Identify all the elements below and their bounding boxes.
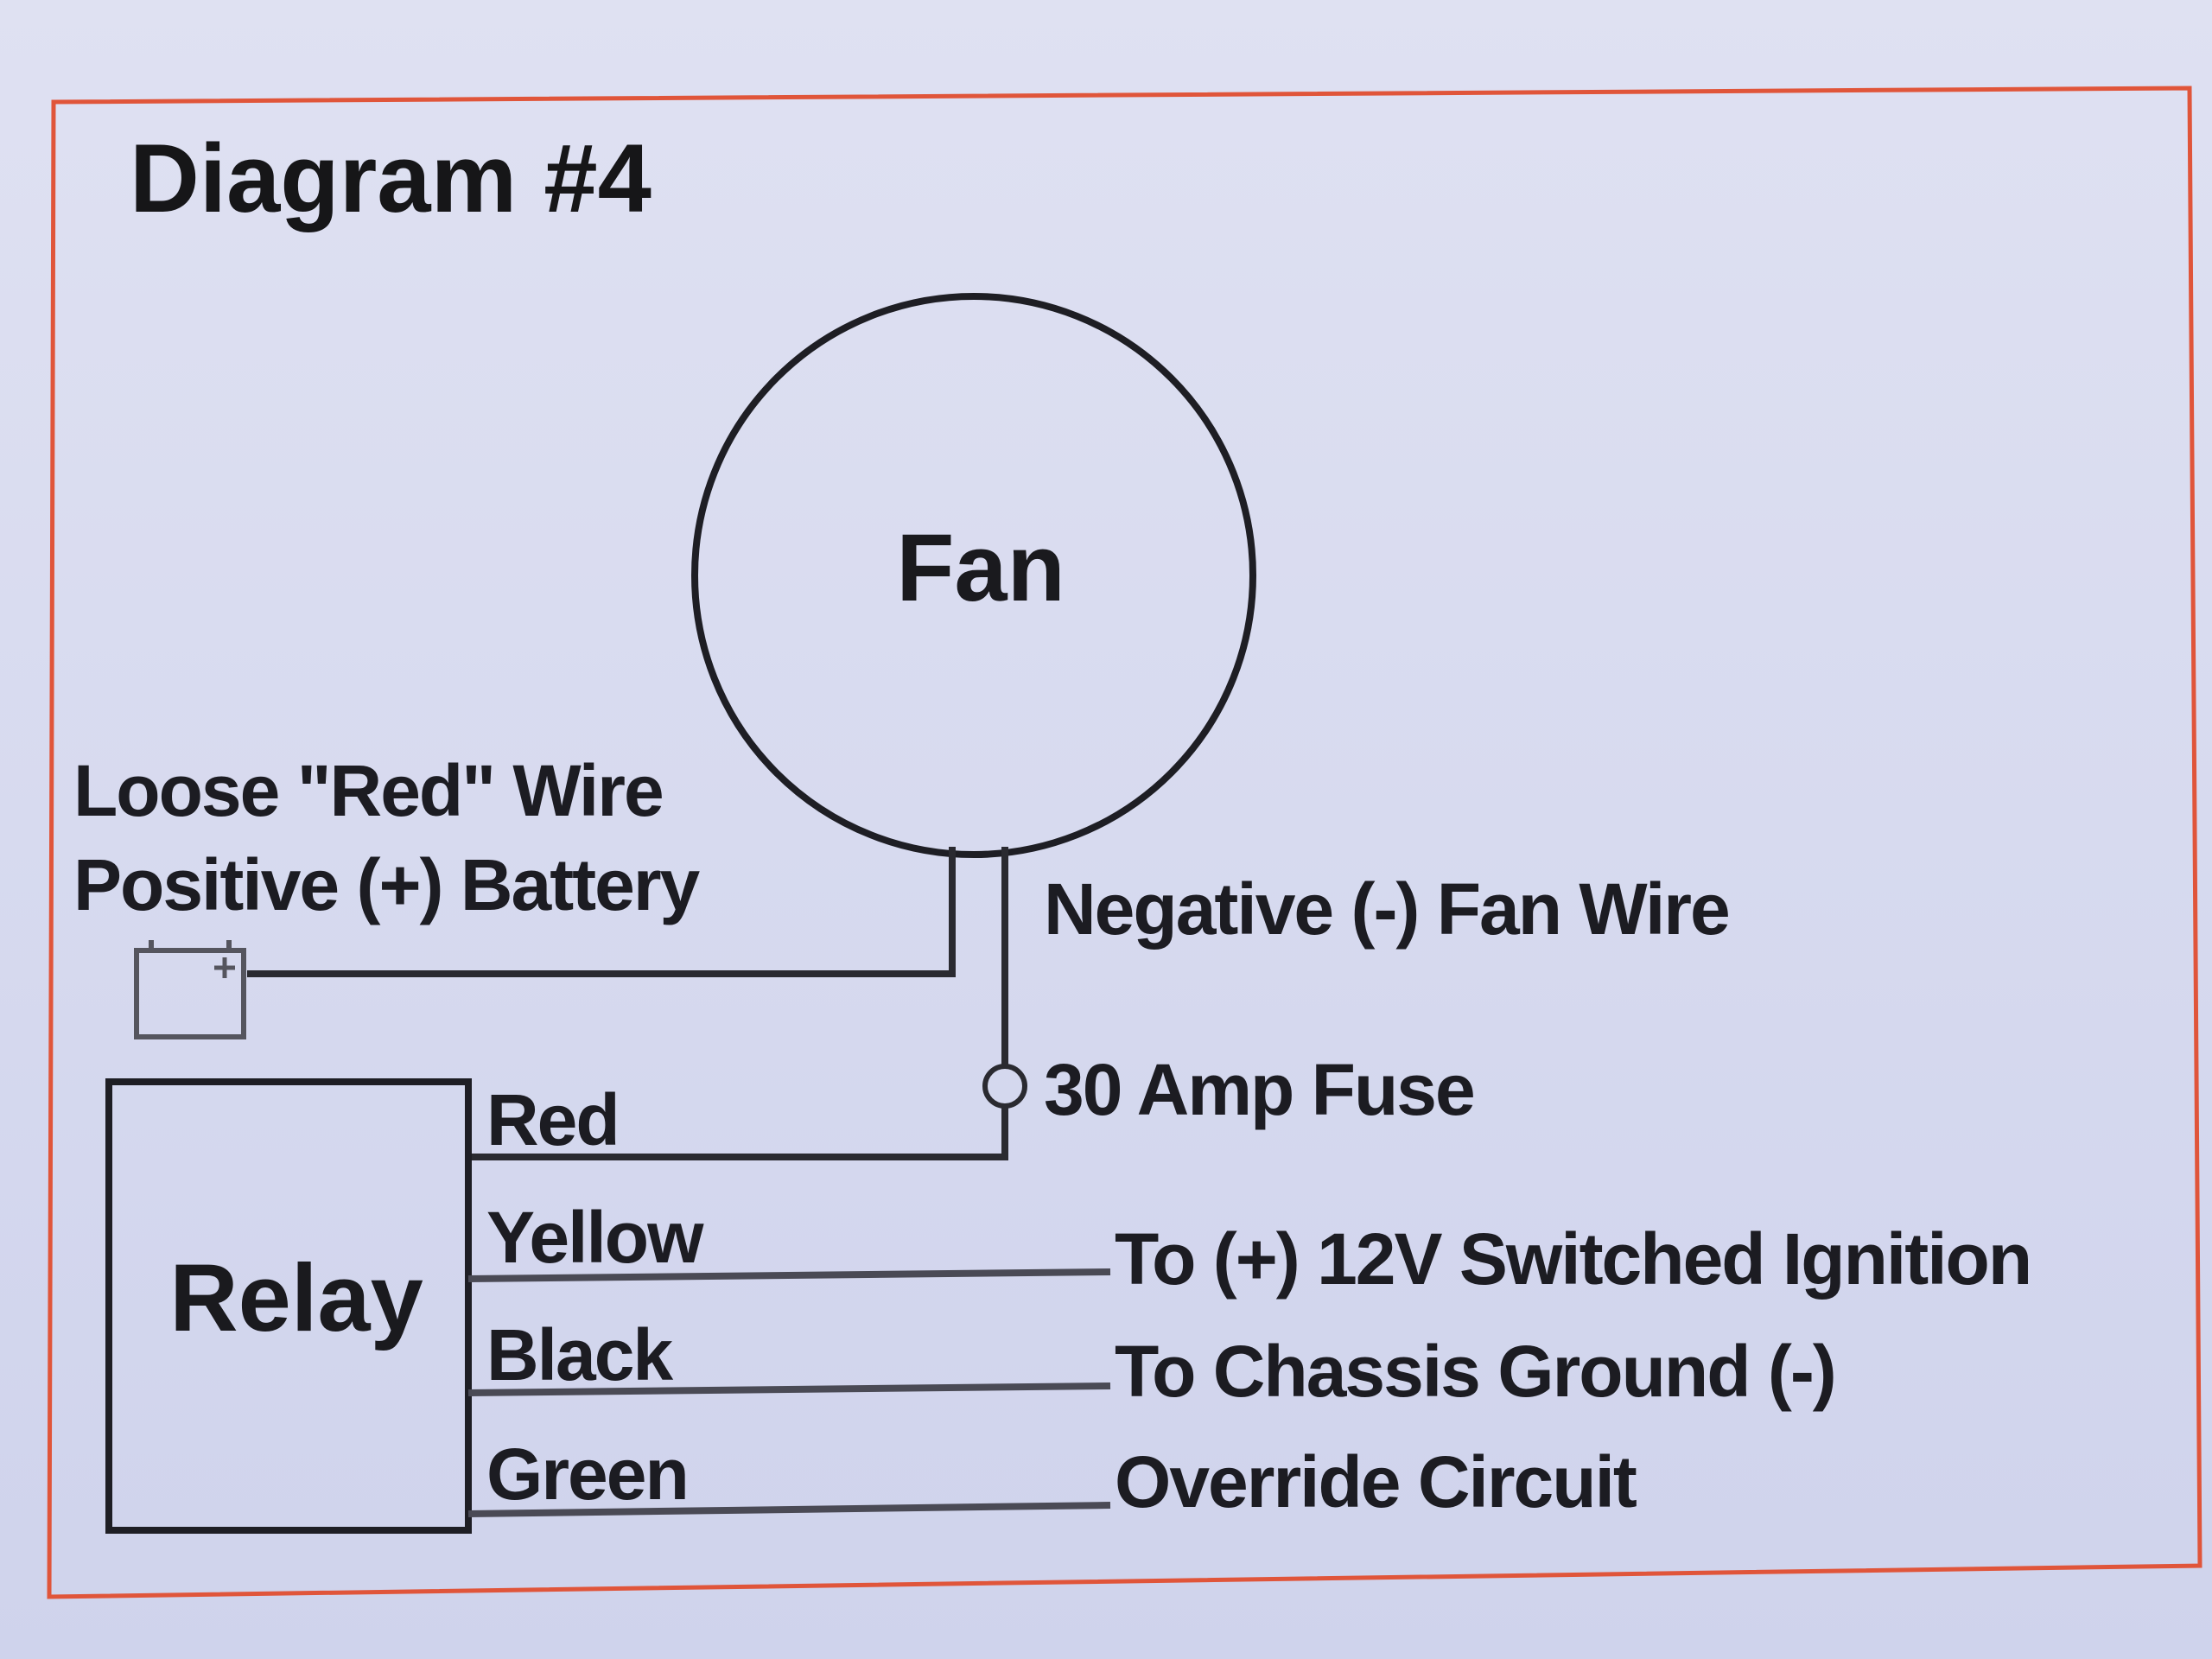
- yellow-wire: [467, 1268, 1111, 1282]
- battery-positive-wire: [247, 847, 956, 977]
- red-wire: [468, 1106, 1008, 1160]
- diagram-title: Diagram #4: [130, 124, 652, 232]
- wire-label-yellow: Yellow: [486, 1197, 704, 1278]
- wire-label-green: Green: [486, 1433, 688, 1515]
- fuse-label: 30 Amp Fuse: [1044, 1049, 1474, 1130]
- black-destination: To Chassis Ground (-): [1115, 1331, 1835, 1412]
- green-destination: Override Circuit: [1115, 1441, 1637, 1522]
- diagram-border: [47, 86, 2202, 1599]
- battery-label-line1: Loose "Red" Wire: [73, 750, 663, 831]
- wire-label-red: Red: [486, 1079, 619, 1160]
- black-wire: [467, 1382, 1111, 1396]
- battery-label-line2: Positive (+) Battery: [73, 844, 701, 925]
- fan-label: Fan: [896, 515, 1065, 621]
- green-wire: [467, 1502, 1111, 1517]
- relay-label: Relay: [169, 1245, 423, 1351]
- relay-box: [105, 1078, 472, 1534]
- battery-icon: [134, 940, 246, 1039]
- negative-wire-label: Negative (-) Fan Wire: [1044, 868, 1729, 950]
- wire-label-black: Black: [486, 1314, 673, 1395]
- yellow-destination: To (+) 12V Switched Ignition: [1115, 1218, 2031, 1300]
- fan-circle: [691, 293, 1256, 858]
